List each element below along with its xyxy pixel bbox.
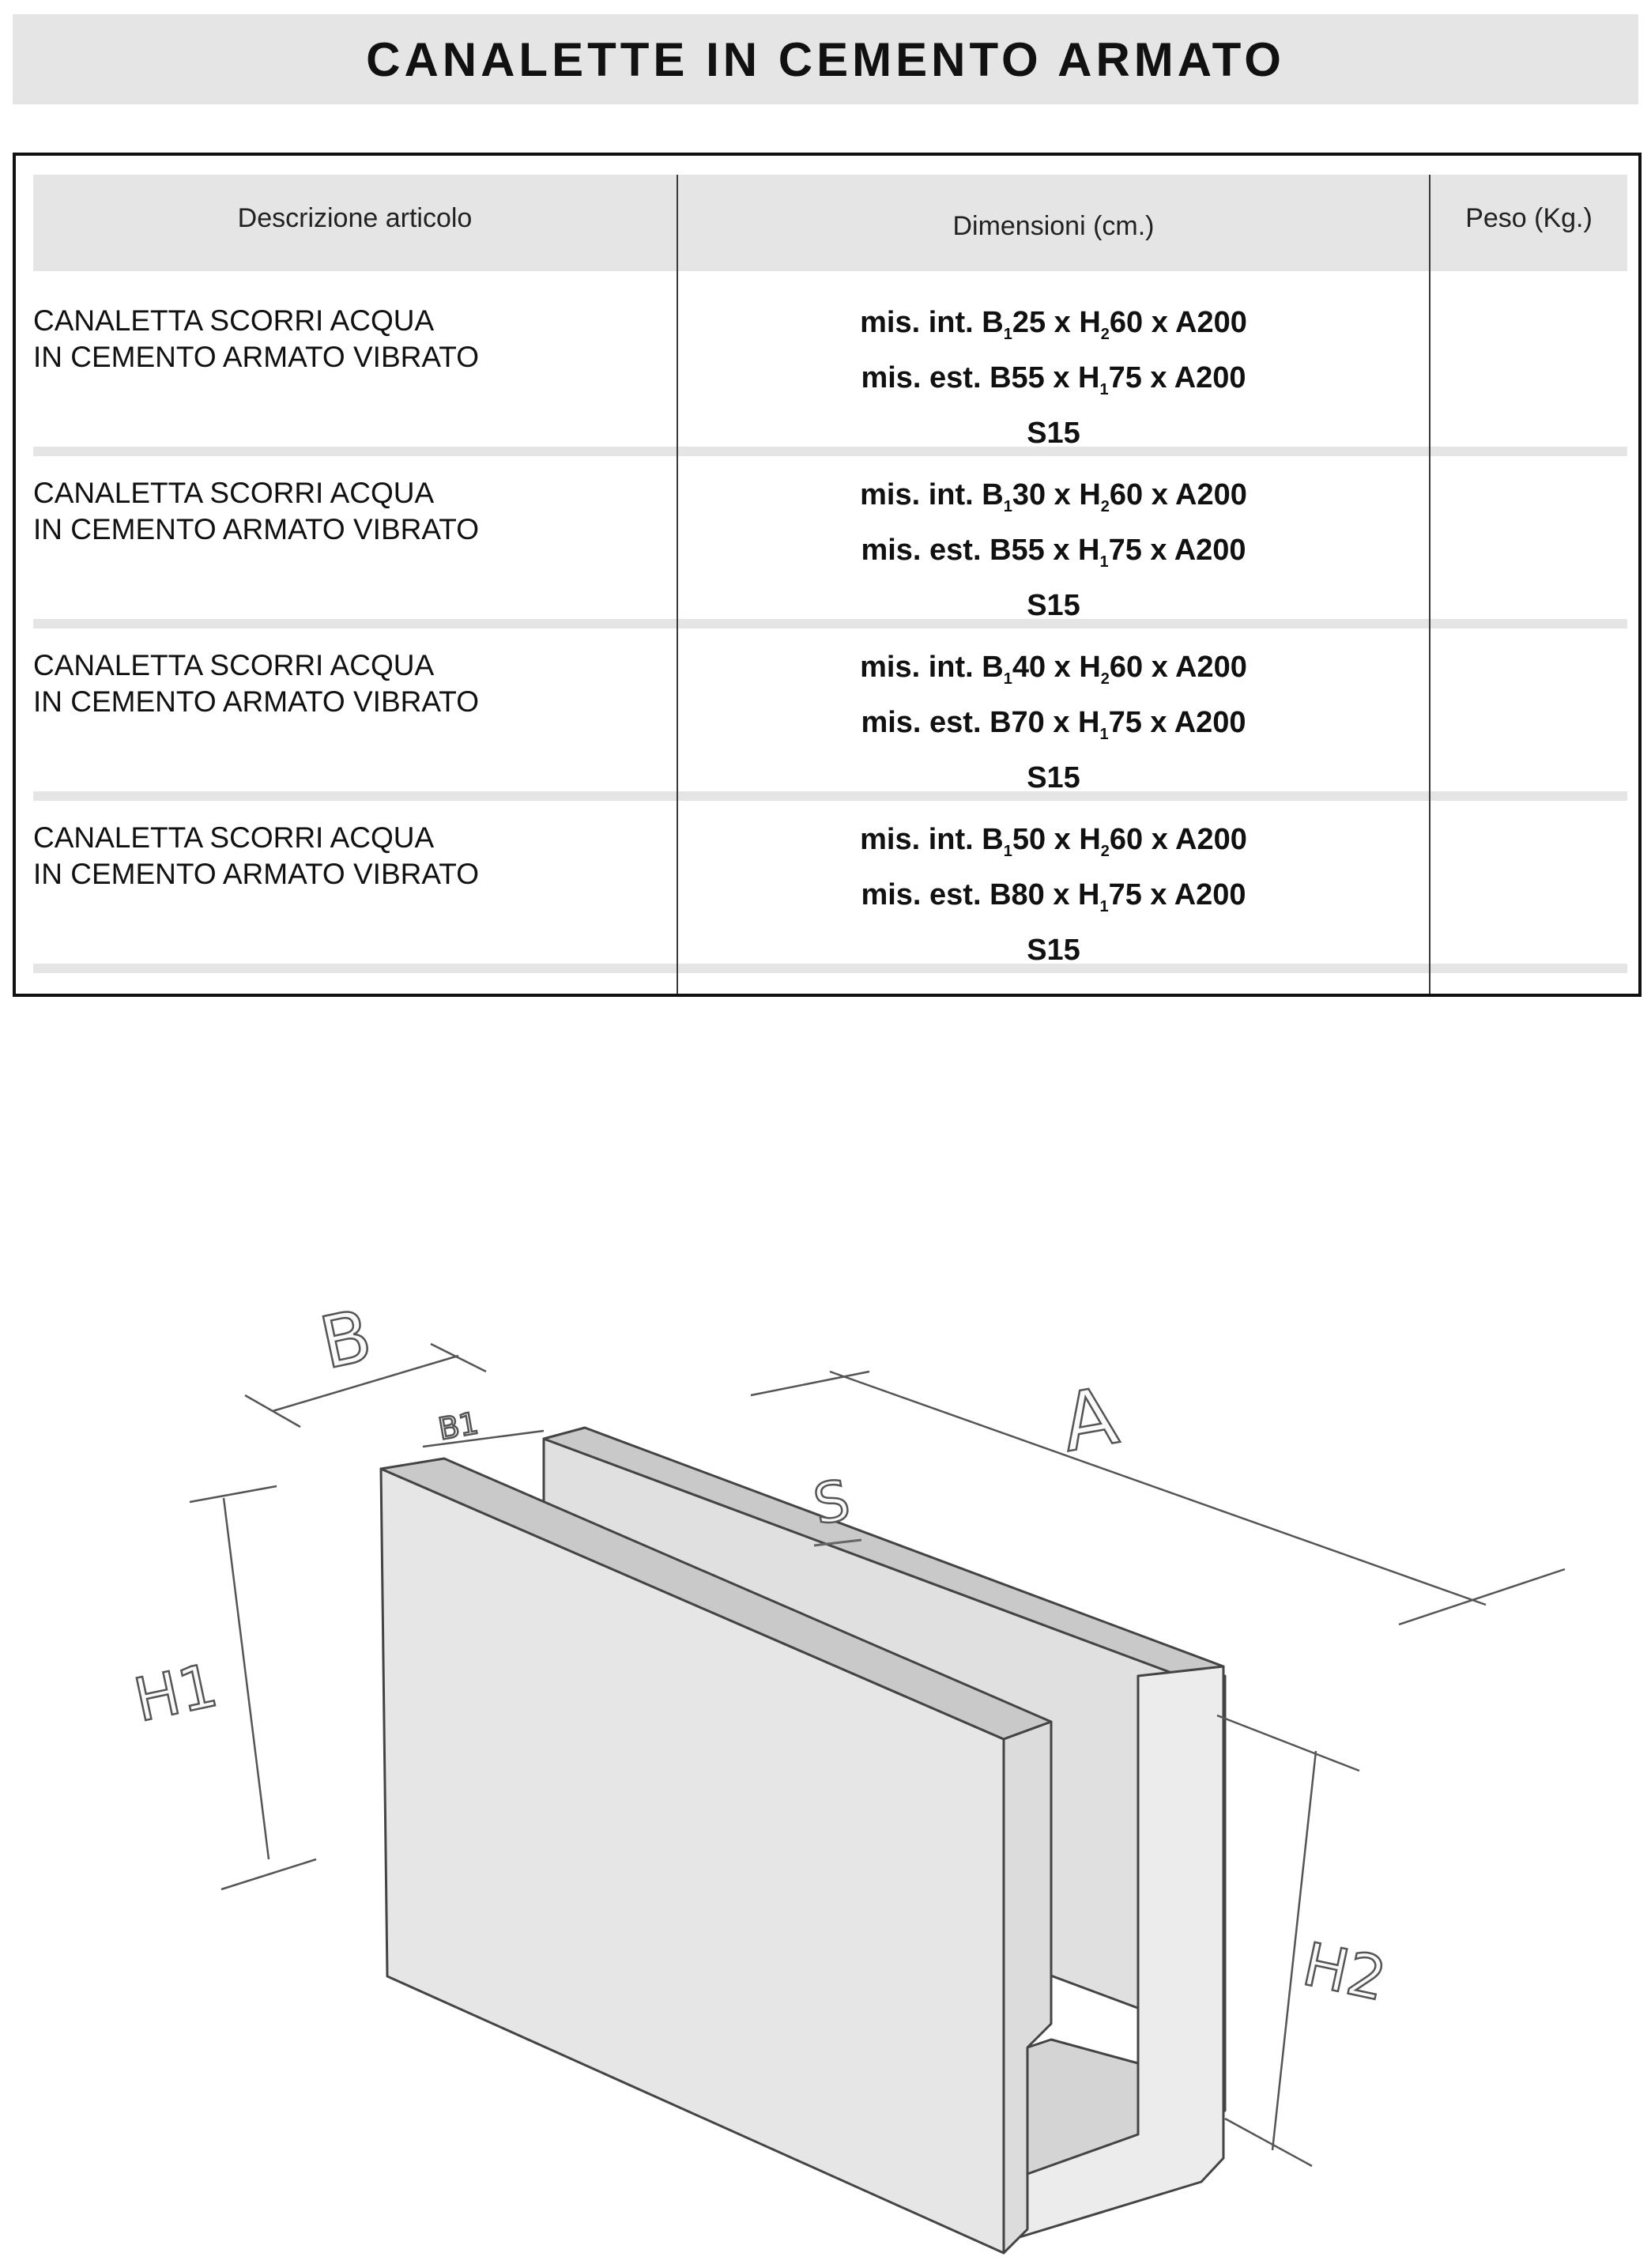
label-h2: H2 <box>1297 1929 1392 2014</box>
dim-line-b <box>272 1354 459 1413</box>
label-s: S <box>809 1467 854 1537</box>
row-separator <box>33 619 1627 628</box>
table-row: CANALETTA SCORRI ACQUA IN CEMENTO ARMATO… <box>16 445 1638 622</box>
dim-tick <box>1398 1568 1566 1626</box>
label-b1: B1 <box>435 1406 481 1447</box>
channel-diagram: B B1 A S H1 H2 <box>127 1293 1566 2255</box>
column-divider <box>1429 175 1430 994</box>
external-measure: mis. est. B80 x H175 x A200 <box>861 878 1246 915</box>
thickness-value: S15 <box>1027 589 1080 622</box>
row-dimensions: mis. int. B150 x H260 x A200 mis. est. B… <box>678 818 1429 972</box>
row-description: CANALETTA SCORRI ACQUA IN CEMENTO ARMATO… <box>33 820 665 892</box>
table-row: CANALETTA SCORRI ACQUA IN CEMENTO ARMATO… <box>16 273 1638 450</box>
description-line: CANALETTA SCORRI ACQUA <box>33 304 435 337</box>
row-description: CANALETTA SCORRI ACQUA IN CEMENTO ARMATO… <box>33 647 665 720</box>
description-line: CANALETTA SCORRI ACQUA <box>33 477 435 509</box>
row-separator <box>33 791 1627 801</box>
thickness-value: S15 <box>1027 417 1080 450</box>
dim-tick <box>750 1370 870 1397</box>
external-measure: mis. est. B55 x H175 x A200 <box>861 534 1246 571</box>
row-separator <box>33 964 1627 973</box>
dim-tick <box>244 1394 301 1428</box>
description-line: IN CEMENTO ARMATO VIBRATO <box>33 685 479 718</box>
description-line: CANALETTA SCORRI ACQUA <box>33 649 435 681</box>
table-row: CANALETTA SCORRI ACQUA IN CEMENTO ARMATO… <box>16 617 1638 794</box>
internal-measure: mis. int. B140 x H260 x A200 <box>860 651 1247 688</box>
internal-measure: mis. int. B150 x H260 x A200 <box>860 823 1247 860</box>
table-header-band <box>33 175 1627 271</box>
header-weight: Peso (Kg.) <box>1465 203 1593 233</box>
table-row: CANALETTA SCORRI ACQUA IN CEMENTO ARMATO… <box>16 790 1638 967</box>
dim-line-h2 <box>1271 1750 1317 2151</box>
row-description: CANALETTA SCORRI ACQUA IN CEMENTO ARMATO… <box>33 303 665 375</box>
description-line: IN CEMENTO ARMATO VIBRATO <box>33 341 479 373</box>
thickness-value: S15 <box>1027 761 1080 794</box>
row-description: CANALETTA SCORRI ACQUA IN CEMENTO ARMATO… <box>33 475 665 548</box>
dim-tick <box>189 1485 277 1504</box>
external-measure: mis. est. B70 x H175 x A200 <box>861 706 1246 743</box>
product-table: Descrizione articolo Dimensioni (cm.) Pe… <box>13 153 1642 997</box>
thickness-value: S15 <box>1027 934 1080 967</box>
dim-tick <box>1224 2117 1313 2168</box>
dim-line-a <box>829 1370 1487 1606</box>
s-seam-line <box>813 1538 862 1547</box>
row-dimensions: mis. int. B140 x H260 x A200 mis. est. B… <box>678 646 1429 800</box>
row-dimensions: mis. int. B130 x H260 x A200 mis. est. B… <box>678 474 1429 628</box>
row-separator <box>33 447 1627 456</box>
internal-measure: mis. int. B130 x H260 x A200 <box>860 478 1247 515</box>
external-measure: mis. est. B55 x H175 x A200 <box>861 361 1246 398</box>
front-wall-end <box>1002 1720 1053 2255</box>
column-divider <box>677 175 678 994</box>
dim-tick <box>221 1858 317 1891</box>
row-dimensions: mis. int. B125 x H260 x A200 mis. est. B… <box>678 301 1429 455</box>
internal-measure: mis. int. B125 x H260 x A200 <box>860 306 1247 343</box>
description-line: CANALETTA SCORRI ACQUA <box>33 821 435 854</box>
dim-tick <box>1216 1714 1360 1772</box>
dim-tick <box>430 1342 487 1373</box>
dim-line-h1 <box>222 1497 270 1860</box>
page-title: CANALETTE IN CEMENTO ARMATO <box>366 32 1285 86</box>
label-h1: H1 <box>128 1650 223 1735</box>
description-line: IN CEMENTO ARMATO VIBRATO <box>33 858 479 890</box>
header-description: Descrizione articolo <box>237 203 473 233</box>
dim-line-b1 <box>422 1429 545 1448</box>
title-bar: CANALETTE IN CEMENTO ARMATO <box>13 14 1638 104</box>
header-dimensions: Dimensioni (cm.) <box>952 211 1155 241</box>
label-b: B <box>314 1294 379 1386</box>
description-line: IN CEMENTO ARMATO VIBRATO <box>33 513 479 545</box>
